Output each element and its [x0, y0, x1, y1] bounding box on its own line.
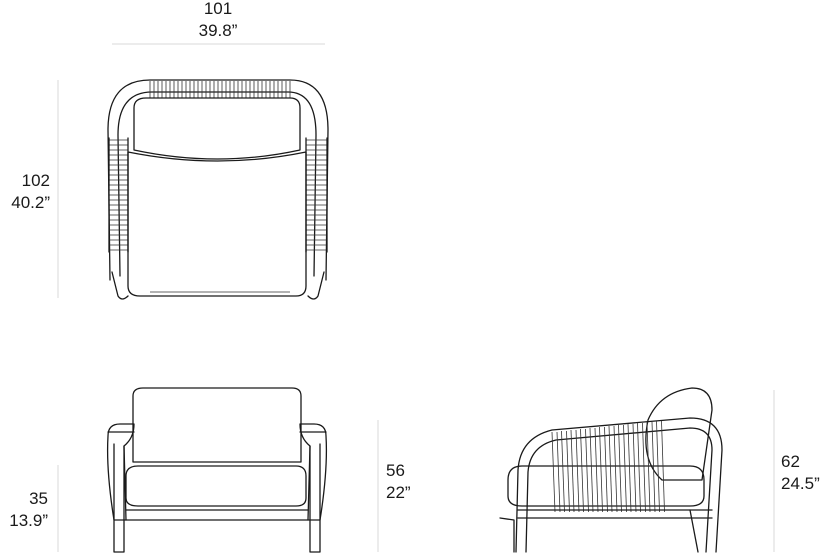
front-back-cushion [132, 387, 302, 463]
side-weave-strap [646, 421, 651, 513]
side-weave-strap [656, 420, 660, 513]
side-weave-strap [556, 431, 561, 513]
side-weave-strap [589, 427, 594, 513]
side-height-metric: 62 [781, 452, 800, 471]
side-weave-strap [594, 427, 599, 513]
top-width-label: 101 39.8” [190, 0, 246, 42]
top-back-cushion [133, 97, 301, 160]
seat-height-metric: 35 [29, 489, 48, 508]
front-right-arm [299, 423, 328, 521]
top-right-weave [305, 137, 328, 253]
side-height-label: 62 24.5” [781, 451, 828, 495]
side-frame-curve [515, 417, 723, 553]
side-weave-strap [613, 425, 618, 513]
side-weave-strap [599, 426, 603, 513]
top-depth-label: 102 40.2” [2, 170, 50, 214]
side-weave-strap [551, 431, 556, 513]
side-frame-inner [525, 427, 713, 553]
side-weave-strap [585, 428, 589, 513]
top-left-weave [108, 137, 129, 253]
top-view [107, 79, 329, 300]
side-weave-strap [627, 423, 632, 513]
side-weave-strap [570, 429, 575, 513]
top-depth-imperial: 40.2” [11, 193, 50, 212]
top-seat-cushion [127, 151, 307, 297]
side-weave-strap [661, 420, 665, 513]
side-rope-weave [551, 420, 665, 513]
top-back-weave [149, 81, 291, 98]
side-weave-strap [575, 429, 580, 513]
side-seat-cushion [507, 465, 705, 507]
top-width-imperial: 39.8” [198, 21, 238, 40]
front-height-metric: 56 [386, 461, 405, 480]
side-weave-strap [566, 430, 570, 513]
top-right-leg [307, 271, 325, 300]
side-weave-strap [632, 423, 637, 513]
top-left-leg [111, 271, 129, 300]
front-height-imperial: 22” [386, 483, 411, 502]
front-seat-cushion [125, 465, 307, 507]
side-weave-strap [604, 426, 608, 513]
front-view [106, 387, 328, 553]
front-left-arm [106, 423, 135, 521]
side-front-leg [499, 517, 515, 553]
top-frame-outer [107, 79, 329, 281]
front-right-leg [309, 443, 321, 553]
side-weave-strap [580, 428, 584, 513]
top-frame-inner [117, 91, 317, 277]
side-weave-strap [608, 425, 613, 513]
seat-height-label: 35 13.9” [0, 488, 48, 532]
side-weave-strap [651, 421, 656, 513]
side-weave-strap [618, 424, 622, 513]
side-weave-strap [642, 422, 646, 513]
seat-height-imperial: 13.9” [9, 511, 48, 530]
side-back-cushion [645, 387, 713, 481]
front-left-leg [113, 443, 125, 553]
front-height-label: 56 22” [386, 460, 436, 504]
side-height-imperial: 24.5” [781, 474, 820, 493]
top-width-metric: 101 [203, 0, 233, 18]
top-depth-metric: 102 [21, 171, 50, 190]
side-back-leg [689, 509, 699, 553]
side-view [499, 387, 723, 553]
side-weave-strap [561, 430, 565, 513]
side-weave-strap [623, 424, 627, 513]
side-weave-strap [637, 422, 641, 513]
